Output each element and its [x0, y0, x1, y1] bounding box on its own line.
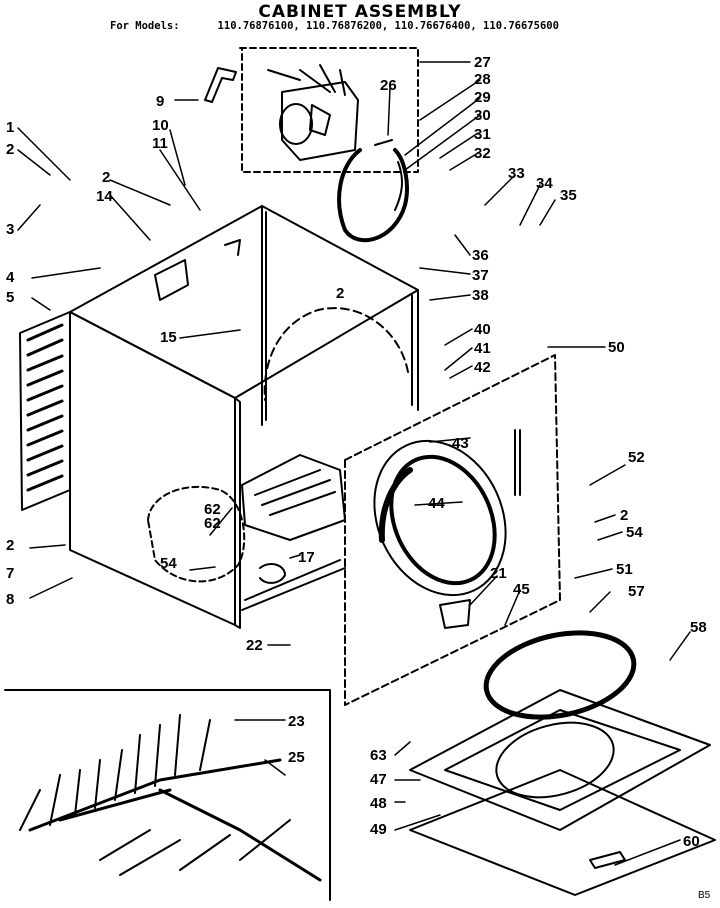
callout-57: 57 [628, 583, 645, 600]
callout-40: 40 [474, 321, 491, 338]
diagram-title: CABINET ASSEMBLY [258, 2, 462, 22]
callout-62: 62 [204, 515, 221, 532]
callout-30: 30 [474, 107, 491, 124]
callout-61: 62 [204, 501, 221, 518]
callout-60: 60 [683, 833, 700, 850]
callout-52: 52 [628, 449, 645, 466]
callout-3: 3 [6, 221, 14, 238]
callout-35: 35 [560, 187, 577, 204]
left-side-panel [19, 311, 71, 511]
callout-1: 1 [6, 119, 14, 136]
cabinet-base [147, 454, 346, 611]
callout-63: 63 [370, 747, 387, 764]
callout-50: 50 [608, 339, 625, 356]
callout-numbers: 1 2 3 4 5 2 7 8 9 10 11 2 14 15 62 62 54… [6, 54, 711, 901]
callout-2: 2 [6, 141, 14, 158]
motor-assembly [239, 47, 419, 243]
callout-54b: 54 [626, 524, 643, 541]
callout-49: 49 [370, 821, 387, 838]
callout-2d: 2 [336, 285, 344, 302]
callout-28: 28 [474, 71, 491, 88]
callout-8: 8 [6, 591, 14, 608]
callout-15: 15 [160, 329, 177, 346]
callout-51: 51 [616, 561, 633, 578]
callout-2b: 2 [6, 537, 14, 554]
callout-31: 31 [474, 126, 491, 143]
callout-45: 45 [513, 581, 530, 598]
callout-22: 22 [246, 637, 263, 654]
callout-34: 34 [536, 175, 553, 192]
callout-41: 41 [474, 340, 491, 357]
callout-2e: 2 [620, 507, 628, 524]
callout-36: 36 [472, 247, 489, 264]
door-assembly [409, 630, 716, 896]
callout-33: 33 [508, 165, 525, 182]
callout-23: 23 [288, 713, 305, 730]
cabinet-top [69, 205, 419, 399]
callout-2c: 2 [102, 169, 110, 186]
callout-54: 54 [160, 555, 177, 572]
callout-11: 11 [152, 135, 168, 152]
callout-44: 44 [428, 495, 445, 512]
models-line: For Models: 110.76876100, 110.76876200, 1… [110, 20, 559, 32]
callout-48: 48 [370, 795, 387, 812]
callout-4: 4 [6, 269, 15, 286]
callout-9: 9 [156, 93, 164, 110]
cabinet-front-panel [69, 311, 241, 629]
models-label: For Models: [110, 20, 180, 32]
callout-10: 10 [152, 117, 169, 134]
callout-25: 25 [288, 749, 305, 766]
callout-29: 29 [474, 89, 491, 106]
callout-38: 38 [472, 287, 489, 304]
callout-14: 14 [96, 188, 113, 205]
callout-7: 7 [6, 565, 14, 582]
callout-27: 27 [474, 54, 491, 71]
callout-32: 32 [474, 145, 491, 162]
callout-37: 37 [472, 267, 489, 284]
part-9-bracket [204, 67, 237, 103]
footer-code: B5 [698, 890, 711, 901]
wiring-harness-inset [4, 689, 331, 901]
callout-58: 58 [690, 619, 707, 636]
callout-17: 17 [298, 549, 315, 566]
leader-lines [17, 61, 691, 866]
callout-26: 26 [380, 77, 397, 94]
callout-42: 42 [474, 359, 491, 376]
front-panel [344, 354, 561, 706]
callout-21: 21 [490, 565, 507, 582]
callout-47: 47 [370, 771, 387, 788]
cabinet-right-side [261, 205, 419, 426]
callout-5: 5 [6, 289, 14, 306]
callout-43: 43 [452, 435, 469, 452]
models-list: 110.76876100, 110.76876200, 110.76676400… [217, 20, 559, 32]
